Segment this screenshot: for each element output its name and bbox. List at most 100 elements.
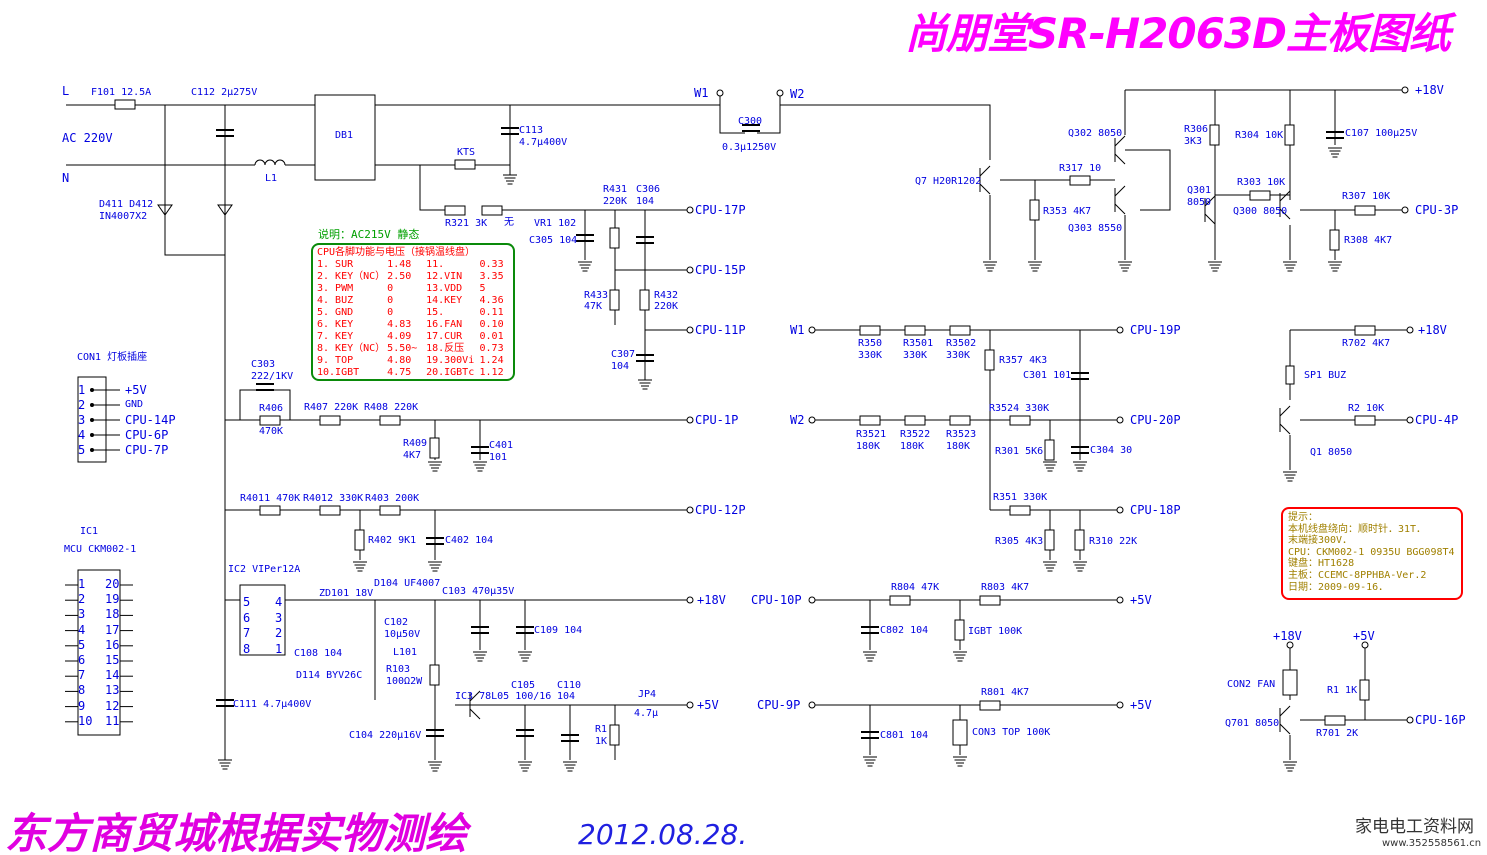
component-label: Q303 8550 — [1068, 223, 1123, 234]
component-label: IGBT 100K — [968, 626, 1023, 637]
tip-line: 提示： — [1288, 512, 1318, 523]
wire — [979, 165, 991, 177]
resistor — [1209, 124, 1220, 146]
table-heading: CPU各脚功能与电压（接锅温线盘） — [317, 247, 476, 258]
resistor — [114, 99, 136, 110]
net-label: 0.3μ1250V — [722, 142, 777, 153]
cpu-pin-label: CPU-19P — [1130, 323, 1181, 337]
resistor — [1009, 415, 1031, 426]
terminal — [808, 701, 816, 709]
resistor — [904, 415, 926, 426]
pin-number: 20 — [105, 577, 120, 591]
net-label: +18V — [1418, 323, 1447, 337]
pin-number: 15 — [105, 653, 120, 667]
component-label: C300 — [738, 116, 763, 127]
resistor — [1069, 175, 1091, 186]
component-label: C111 4.7μ400V — [233, 699, 312, 710]
resistor — [1329, 229, 1340, 251]
table-cell: 1. SUR — [317, 259, 354, 270]
component-label: R4012 330K — [303, 493, 364, 504]
terminal — [686, 596, 694, 604]
wire — [1204, 195, 1216, 207]
component-label: R350 — [858, 338, 883, 349]
table-cell: 10.IGBT — [317, 367, 360, 378]
table-cell: 5. GND — [317, 307, 354, 318]
component-label: R2 10K — [1348, 403, 1385, 414]
component-label: R432 — [654, 290, 679, 301]
component-label: R407 220K — [304, 402, 359, 413]
resistor — [859, 325, 881, 336]
note-label: 说明：AC215V 静态 — [318, 228, 420, 241]
pin-number: 3 — [78, 413, 86, 427]
component-label: R431 — [603, 184, 628, 195]
table-cell: 1.48 — [387, 259, 412, 270]
table-cell: 4.83 — [387, 319, 412, 330]
resistor — [1074, 529, 1085, 551]
wire — [1279, 190, 1291, 202]
buzzer — [1285, 365, 1295, 385]
junction — [90, 433, 94, 437]
component-label: W2 — [790, 87, 805, 101]
component-label: C102 — [384, 617, 409, 628]
resistor — [319, 415, 341, 426]
terminal — [776, 89, 784, 97]
resistor — [954, 619, 965, 641]
component-label: IC2 VIPer12A — [228, 564, 301, 575]
wire — [1114, 203, 1126, 215]
resistor — [1359, 679, 1370, 701]
net-label: +5V — [1130, 698, 1152, 712]
component-label: IC1 — [80, 526, 99, 537]
terminal — [686, 266, 694, 274]
component-label: R353 4K7 — [1043, 206, 1092, 217]
table-cell: 5 — [479, 283, 486, 294]
wire — [1279, 705, 1291, 717]
table-cell: 4.09 — [387, 331, 412, 342]
component-label: R406 — [259, 403, 284, 414]
wire — [1279, 405, 1291, 417]
component-label: IN4007X2 — [99, 211, 148, 222]
footer-caption: 东方商贸城根据实物测绘 — [5, 809, 468, 855]
net-label: 8050 — [1187, 197, 1212, 208]
component-label: L101 — [393, 647, 418, 658]
net-label: 4.7μ — [634, 708, 659, 719]
net-label: 104 — [611, 361, 630, 372]
component-label: Q301 — [1187, 185, 1212, 196]
component-label: Q302 8050 — [1068, 128, 1123, 139]
component-label: R801 4K7 — [981, 687, 1030, 698]
terminal — [808, 416, 816, 424]
cpu-pin-label: CPU-4P — [1415, 413, 1459, 427]
component-label: R305 4K3 — [995, 536, 1044, 547]
net-label: 4.7μ400V — [519, 137, 568, 148]
component-label: R3502 — [946, 338, 977, 349]
wire — [979, 183, 991, 195]
component-label: C802 104 — [880, 625, 929, 636]
resistor — [979, 595, 1001, 606]
table-cell: 4.80 — [387, 355, 412, 366]
wire — [1279, 423, 1291, 435]
resistor — [1354, 205, 1376, 216]
pin-number: 2 — [78, 592, 86, 607]
resistor — [979, 700, 1001, 711]
component-label: C113 — [519, 125, 544, 136]
resistor — [1009, 505, 1031, 516]
junction — [90, 403, 94, 407]
table-cell: 15. — [426, 307, 445, 318]
table-cell: 1.12 — [479, 367, 504, 378]
component-label: R1 — [595, 724, 608, 735]
date-caption: 2012.08.28. — [578, 818, 748, 851]
terminal — [1116, 596, 1124, 604]
resistor — [859, 415, 881, 426]
terminal — [1401, 206, 1409, 214]
table-cell: 13.VDD — [426, 283, 463, 294]
resistor — [609, 289, 620, 311]
wire — [469, 708, 481, 720]
net-label: 无 — [504, 217, 514, 228]
component-label: R803 4K7 — [981, 582, 1030, 593]
table-cell: 0 — [387, 283, 394, 294]
pin-number: 8 — [78, 683, 86, 698]
